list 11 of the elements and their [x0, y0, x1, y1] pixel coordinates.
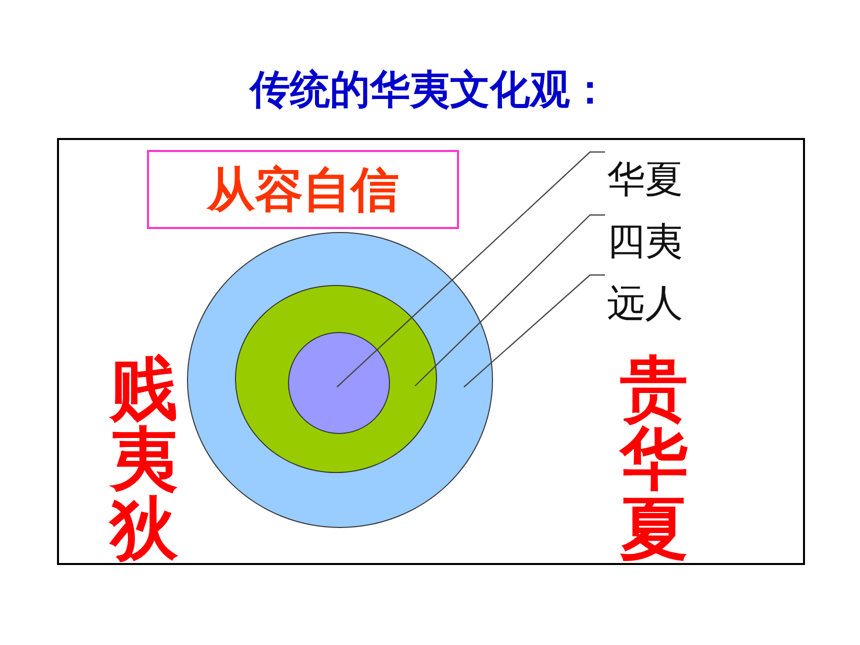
vertical-slogan: 贵华夏 — [614, 355, 694, 565]
leader-line — [414, 214, 605, 386]
leader-line — [464, 274, 605, 388]
leader-line — [336, 151, 605, 388]
leader-label: 华夏 — [607, 154, 717, 202]
leader-label: 远人 — [607, 278, 717, 326]
title: 传统的华夷文化观： — [248, 66, 611, 115]
diagram-frame — [57, 138, 805, 565]
motto-box: 从容自信 — [147, 150, 459, 229]
leader-label: 四夷 — [607, 216, 717, 264]
vertical-slogan: 贱夷狄 — [104, 355, 184, 565]
